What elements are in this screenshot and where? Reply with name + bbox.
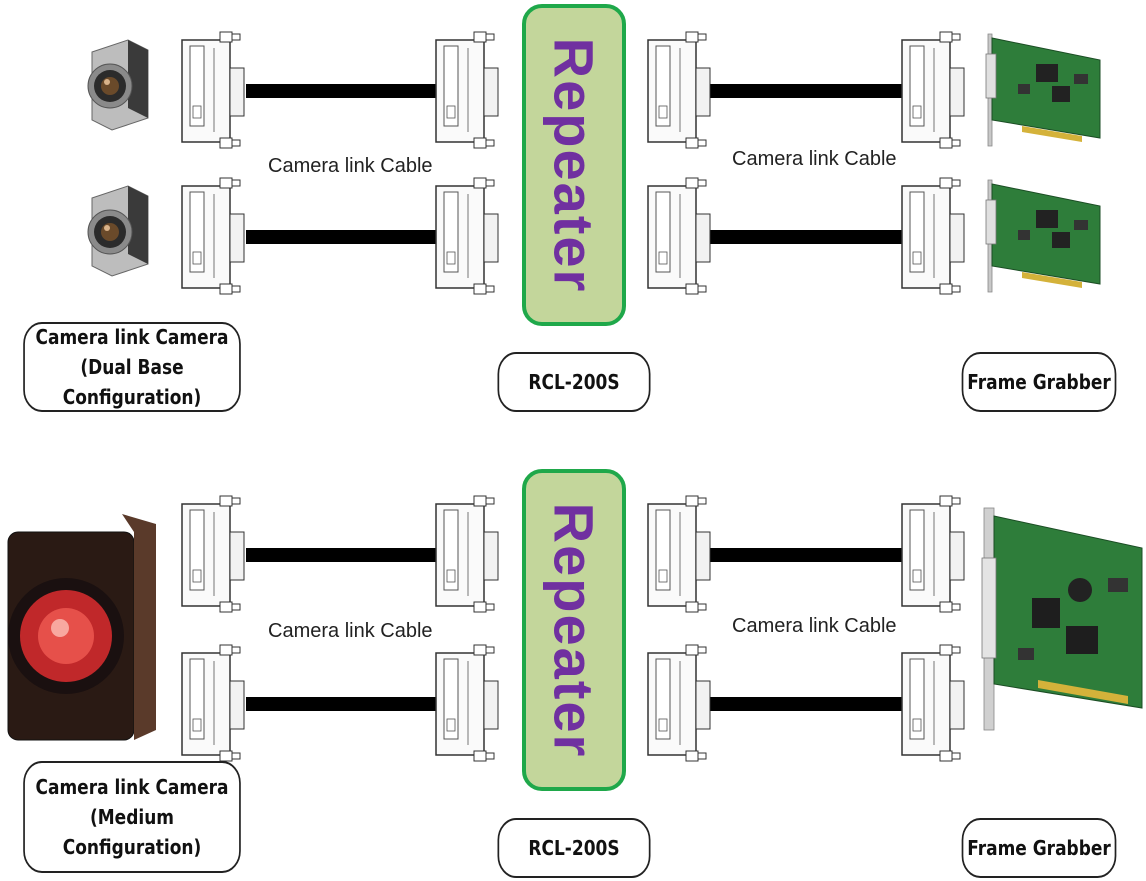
connector-icon (901, 644, 965, 762)
connector-icon (435, 31, 499, 149)
repeater-model-label: RCL-200S (528, 836, 620, 860)
connector-icon (647, 31, 711, 149)
connector-icon (181, 495, 245, 613)
camera-icon (87, 185, 149, 277)
frame-grabber-label: Frame Grabber (967, 836, 1111, 860)
repeater-box: Repeater (522, 469, 626, 791)
connector-icon (435, 495, 499, 613)
repeater-label: Repeater (542, 502, 606, 758)
repeater-model-box: RCL-200S (497, 818, 651, 878)
frame-grabber-card-icon (981, 507, 1143, 731)
cable-row2-top-right (710, 548, 904, 562)
repeater-model-label: RCL-200S (528, 370, 620, 394)
connector-icon (901, 495, 965, 613)
camera-icon (87, 39, 149, 131)
cable-caption-right: Camera link Cable (732, 148, 897, 170)
camera-label-line1: Camera link Camera (35, 325, 229, 349)
frame-grabber-card-icon (985, 179, 1101, 293)
connector-icon (181, 31, 245, 149)
frame-grabber-label-box: Frame Grabber (961, 352, 1117, 412)
connector-icon (647, 495, 711, 613)
cable-caption-left: Camera link Cable (268, 620, 433, 642)
connector-icon (181, 644, 245, 762)
cable-row1-bottom-right (710, 230, 904, 244)
camera-label-line2: (Medium Configuration) (62, 805, 202, 859)
cable-caption-right: Camera link Cable (732, 615, 897, 637)
frame-grabber-label-box: Frame Grabber (961, 818, 1117, 878)
cable-row2-bottom-right (710, 697, 904, 711)
camera-label-line2: (Dual Base Configuration) (62, 355, 202, 409)
camera-icon (7, 513, 157, 741)
repeater-box: Repeater (522, 4, 626, 326)
cable-row2-bottom-left (246, 697, 440, 711)
repeater-model-box: RCL-200S (497, 352, 651, 412)
camera-label-box: Camera link Camera (Dual Base Configurat… (23, 322, 241, 412)
cable-caption-left: Camera link Cable (268, 155, 433, 177)
cable-row1-top-left (246, 84, 440, 98)
connector-icon (647, 644, 711, 762)
connector-icon (647, 177, 711, 295)
cable-row1-top-right (710, 84, 904, 98)
frame-grabber-label: Frame Grabber (967, 370, 1111, 394)
connector-icon (901, 177, 965, 295)
connector-icon (435, 644, 499, 762)
cable-row1-bottom-left (246, 230, 440, 244)
connector-icon (901, 31, 965, 149)
cable-row2-top-left (246, 548, 440, 562)
camera-label-box: Camera link Camera (Medium Configuration… (23, 761, 241, 873)
connector-icon (181, 177, 245, 295)
frame-grabber-card-icon (985, 33, 1101, 147)
repeater-label: Repeater (542, 37, 606, 293)
connector-icon (435, 177, 499, 295)
camera-label-line1: Camera link Camera (35, 775, 229, 799)
